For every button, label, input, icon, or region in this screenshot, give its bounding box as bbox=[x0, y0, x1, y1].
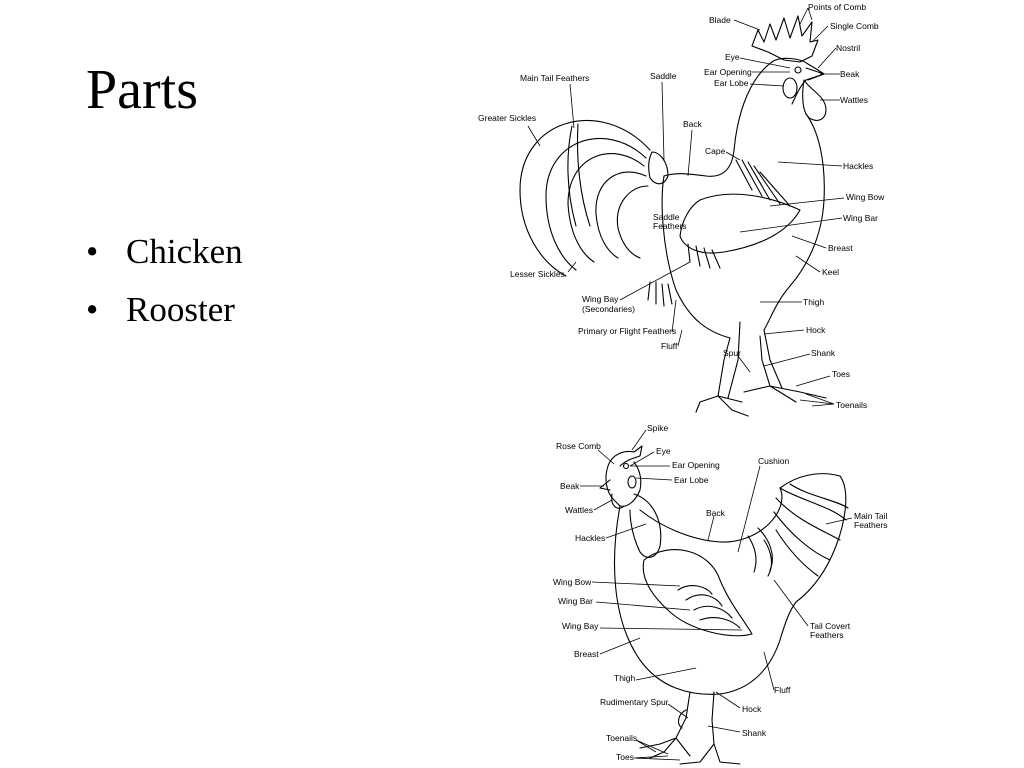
label-hen-main-tail-line1: Main Tail bbox=[854, 511, 887, 521]
hen-comb bbox=[607, 445, 643, 467]
label-wattles: Wattles bbox=[840, 95, 868, 105]
label-hen-ear-lobe: Ear Lobe bbox=[674, 475, 709, 485]
label-hen-ear-opening: Ear Opening bbox=[672, 460, 720, 470]
hen-head bbox=[605, 461, 642, 507]
label-hen-hackles: Hackles bbox=[575, 533, 605, 543]
bullet-icon: • bbox=[86, 290, 99, 329]
label-beak: Beak bbox=[840, 69, 860, 79]
hen-beak bbox=[599, 479, 611, 491]
label-back: Back bbox=[683, 119, 703, 129]
hen-labels: Spike Rose Comb Eye Ear Opening Cushion … bbox=[553, 423, 888, 762]
label-wing-bay-line2: (Secondaries) bbox=[582, 304, 635, 314]
label-cape: Cape bbox=[705, 146, 726, 156]
bullet-item-rooster: • Rooster bbox=[86, 290, 243, 348]
label-greater-sickles: Greater Sickles bbox=[478, 113, 536, 123]
label-fluff: Fluff bbox=[661, 341, 678, 351]
label-hen-tail-covert-line1: Tail Covert bbox=[810, 621, 851, 631]
hen-illustration bbox=[599, 445, 849, 765]
rooster-ear-lobe bbox=[782, 77, 798, 99]
bullet-text: Chicken bbox=[126, 232, 243, 271]
rooster-wattles bbox=[802, 79, 827, 121]
label-primary-flight-feathers: Primary or Flight Feathers bbox=[578, 326, 676, 336]
label-hen-main-tail-line2: Feathers bbox=[854, 520, 888, 530]
label-lesser-sickles: Lesser Sickles bbox=[510, 269, 565, 279]
label-saddle-feathers-line1: Saddle bbox=[653, 212, 680, 222]
hen-wattles bbox=[611, 493, 625, 509]
label-hen-wing-bay: Wing Bay bbox=[562, 621, 599, 631]
label-toes: Toes bbox=[832, 369, 850, 379]
rooster-tail-sickles bbox=[519, 119, 651, 277]
bullet-list: • Chicken • Rooster bbox=[86, 232, 243, 348]
hen-leader-lines bbox=[580, 429, 853, 761]
label-ear-lobe: Ear Lobe bbox=[714, 78, 749, 88]
label-hen-back: Back bbox=[706, 508, 726, 518]
label-hock: Hock bbox=[806, 325, 826, 335]
label-hen-rose-comb: Rose Comb bbox=[556, 441, 601, 451]
label-hen-wing-bar: Wing Bar bbox=[558, 596, 593, 606]
label-keel: Keel bbox=[822, 267, 839, 277]
label-toenails: Toenails bbox=[836, 400, 867, 410]
label-main-tail-feathers: Main Tail Feathers bbox=[520, 73, 589, 83]
hen-tail-feathers bbox=[773, 483, 849, 577]
label-hen-toenails: Toenails bbox=[606, 733, 637, 743]
label-hen-cushion: Cushion bbox=[758, 456, 789, 466]
label-hen-beak: Beak bbox=[560, 481, 580, 491]
rooster-wing bbox=[679, 193, 801, 254]
rooster-hackle-feathers bbox=[735, 159, 791, 207]
bullet-text: Rooster bbox=[126, 290, 235, 329]
bullet-item-chicken: • Chicken bbox=[86, 232, 243, 290]
bullet-icon: • bbox=[86, 232, 99, 271]
hen-spur bbox=[677, 709, 687, 729]
label-hen-wattles: Wattles bbox=[565, 505, 593, 515]
label-hackles: Hackles bbox=[843, 161, 873, 171]
rooster-body bbox=[661, 61, 825, 339]
rooster-wing-feathers bbox=[647, 243, 721, 307]
label-breast: Breast bbox=[828, 243, 853, 253]
label-single-comb: Single Comb bbox=[830, 21, 879, 31]
rooster-eye bbox=[794, 66, 802, 74]
label-ear-opening: Ear Opening bbox=[704, 67, 752, 77]
rooster-leg-outline bbox=[727, 321, 783, 399]
label-hen-breast: Breast bbox=[574, 649, 599, 659]
label-hen-rudimentary-spur: Rudimentary Spur bbox=[600, 697, 669, 707]
label-wing-bay-line1: Wing Bay bbox=[582, 294, 619, 304]
rooster-leader-lines bbox=[527, 7, 845, 407]
label-wing-bow: Wing Bow bbox=[846, 192, 885, 202]
label-nostril: Nostril bbox=[836, 43, 860, 53]
rooster-saddle bbox=[648, 151, 669, 185]
label-blade: Blade bbox=[709, 15, 731, 25]
label-hen-tail-covert-line2: Feathers bbox=[810, 630, 844, 640]
label-wing-bar: Wing Bar bbox=[843, 213, 878, 223]
label-shank: Shank bbox=[811, 348, 836, 358]
label-thigh: Thigh bbox=[803, 297, 825, 307]
hen-covert-feathers bbox=[747, 527, 773, 577]
label-hen-toes: Toes bbox=[616, 752, 634, 762]
label-hen-thigh: Thigh bbox=[614, 673, 636, 683]
hen-hackles bbox=[629, 493, 662, 558]
label-hen-shank: Shank bbox=[742, 728, 767, 738]
label-eye: Eye bbox=[725, 52, 740, 62]
slide-title: Parts bbox=[86, 59, 198, 121]
rooster-head bbox=[771, 57, 825, 105]
label-hen-spike: Spike bbox=[647, 423, 669, 433]
hen-wing-feathers bbox=[677, 585, 741, 629]
label-spur: Spur bbox=[723, 348, 741, 358]
label-hen-hock: Hock bbox=[742, 704, 762, 714]
rooster-main-tail bbox=[567, 123, 591, 227]
rooster-legs bbox=[695, 335, 827, 417]
label-saddle: Saddle bbox=[650, 71, 677, 81]
rooster-labels: Points of Comb Blade Single Comb Nostril… bbox=[478, 2, 885, 410]
label-hen-eye: Eye bbox=[656, 446, 671, 456]
hen-ear-lobe bbox=[627, 475, 637, 489]
hen-wing bbox=[642, 549, 753, 637]
label-saddle-feathers-line2: Feathers bbox=[653, 221, 687, 231]
label-hen-fluff: Fluff bbox=[774, 685, 791, 695]
hen-body bbox=[614, 505, 797, 695]
hen-back bbox=[639, 473, 847, 603]
rooster-comb bbox=[751, 15, 819, 63]
label-hen-wing-bow: Wing Bow bbox=[553, 577, 592, 587]
hen-eye bbox=[622, 462, 630, 470]
label-points-of-comb: Points of Comb bbox=[808, 2, 866, 12]
